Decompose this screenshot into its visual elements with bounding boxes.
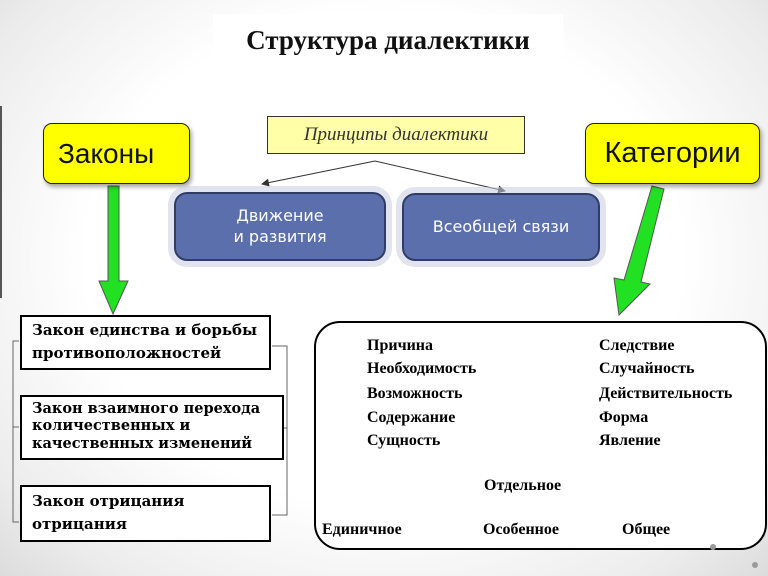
category-actuality: Действительность bbox=[599, 385, 733, 402]
category-effect: Следствие bbox=[599, 337, 675, 354]
category-form: Форма bbox=[599, 409, 649, 426]
category-chance: Случайность bbox=[599, 360, 695, 377]
law-negation-line-1: Закон отрицания bbox=[32, 492, 185, 510]
laws-green-arrow bbox=[98, 185, 129, 316]
category-phenomenon: Явление bbox=[599, 432, 661, 449]
law-transition-line-3: качественных изменений bbox=[32, 434, 253, 452]
categories-panel bbox=[314, 321, 767, 550]
principle-motion-line-1: Движение bbox=[236, 205, 324, 225]
law-unity-line-2: противоположностей bbox=[32, 343, 222, 362]
categories-box: Категории bbox=[585, 123, 760, 184]
law-negation-box: Закон отрицания отрицания bbox=[20, 485, 271, 542]
law-transition-line-1: Закон взаимного перехода bbox=[32, 400, 261, 417]
principle-connection-line-1: Всеобщей связи bbox=[432, 216, 570, 236]
category-particular: Особенное bbox=[483, 521, 559, 538]
law-negation-line-2: отрицания bbox=[32, 514, 127, 533]
principle-arrow-left bbox=[261, 160, 376, 187]
category-separate: Отдельное bbox=[484, 477, 562, 494]
left-edge-line bbox=[0, 106, 2, 298]
laws-bracket-right bbox=[272, 345, 288, 516]
law-unity-box: Закон единства и борьбы противоположност… bbox=[20, 315, 271, 370]
law-unity-line-1: Закон единства и борьбы bbox=[32, 321, 258, 339]
principle-connection-box: Всеобщей связи bbox=[396, 187, 606, 267]
category-single: Единичное bbox=[322, 521, 402, 538]
category-cause: Причина bbox=[367, 337, 434, 354]
category-necessity: Необходимость bbox=[367, 360, 477, 377]
principle-motion-line-2: и развития bbox=[233, 226, 327, 246]
category-general: Общее bbox=[622, 521, 671, 538]
laws-bracket-left bbox=[12, 340, 19, 523]
laws-box: Законы bbox=[43, 123, 190, 184]
page-title: Структура диалектики bbox=[213, 14, 563, 66]
principles-box: Принципы диалектики bbox=[267, 116, 525, 154]
categories-green-arrow bbox=[613, 185, 665, 317]
decor-dot bbox=[710, 544, 716, 550]
category-content: Содержание bbox=[367, 409, 456, 426]
category-possibility: Возможность bbox=[367, 385, 463, 402]
law-transition-box: Закон взаимного перехода количественных … bbox=[20, 395, 284, 460]
decor-dot bbox=[752, 562, 758, 568]
principle-arrow-right bbox=[374, 160, 506, 194]
principle-motion-box: Движение и развития bbox=[168, 186, 392, 267]
law-transition-line-2: количественных и bbox=[32, 417, 191, 435]
category-essence: Сущность bbox=[367, 432, 441, 449]
